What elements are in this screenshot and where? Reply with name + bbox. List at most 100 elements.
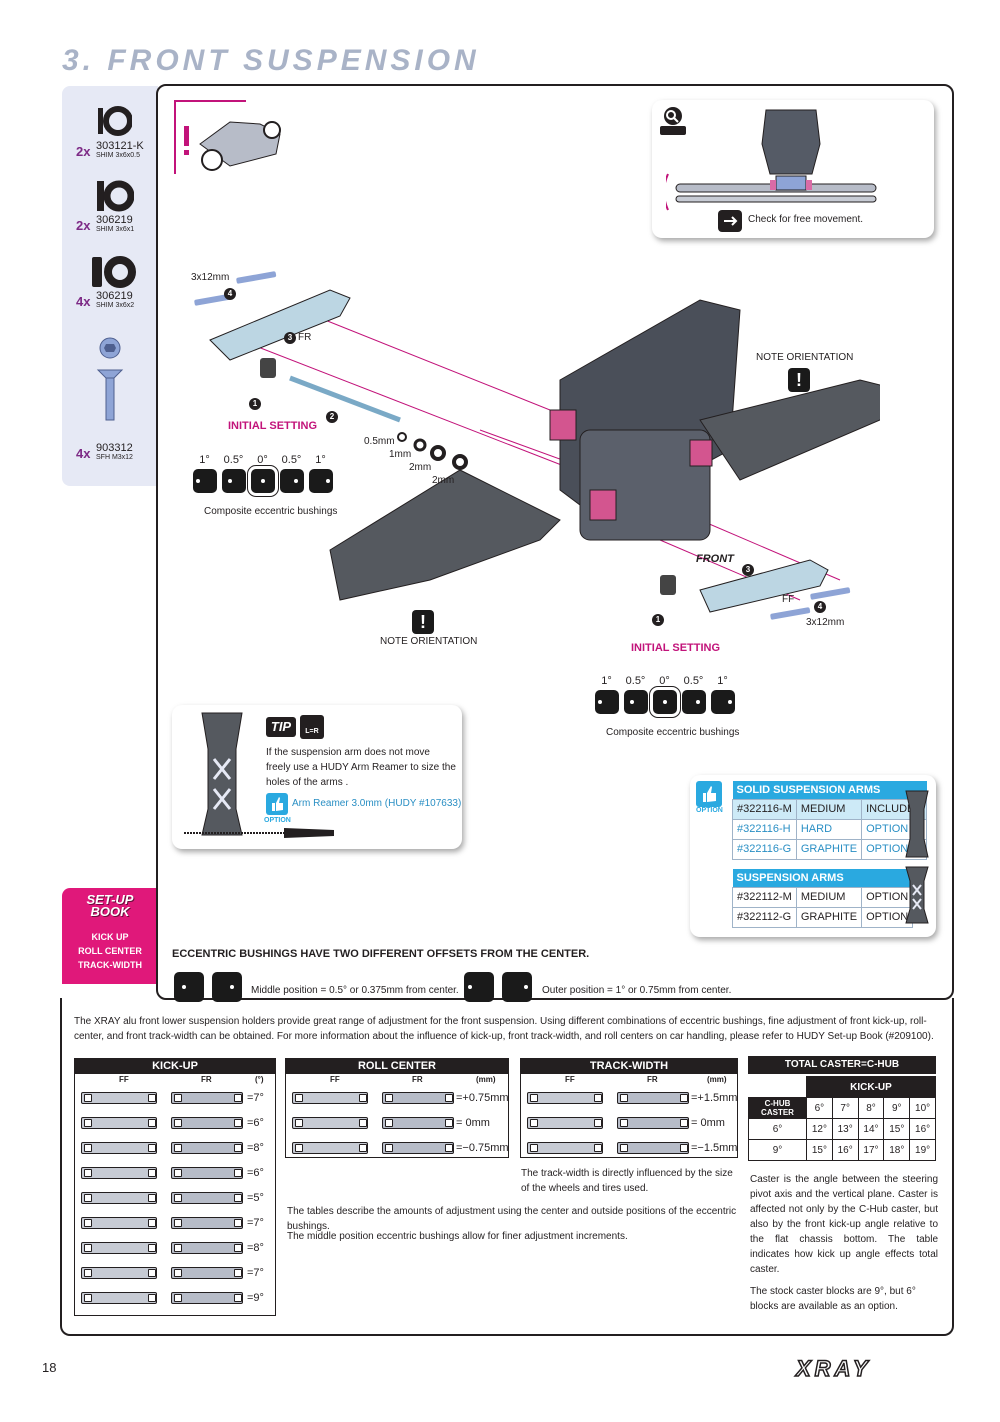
table-cell: 15° [806, 1139, 833, 1161]
caster-title: TOTAL CASTER=C-HUB CASTER+KICK UP [748, 1056, 936, 1088]
table-cell: HARD [795, 818, 863, 840]
table-row: = 0mm [521, 1111, 737, 1136]
fr-holder-icon [171, 1142, 243, 1154]
adjustment-value: =7° [247, 1267, 264, 1279]
degree-label: 0.5° [625, 675, 646, 687]
table-row: =8° [75, 1236, 275, 1261]
shim-label: 1mm [389, 449, 412, 460]
adjustment-value: =7° [247, 1217, 264, 1229]
bushing-set [595, 686, 735, 718]
kickup-rows: =7°=6°=8°=6°=5°=7°=8°=7°=9° [75, 1086, 275, 1311]
table-row: =5° [75, 1186, 275, 1211]
shim-icon [98, 106, 132, 136]
degree-label: 1° [199, 454, 210, 466]
intro-paragraph: The XRAY alu front lower suspension hold… [74, 1016, 934, 1042]
shim-label: 2mm [432, 475, 455, 486]
bushing-1deg [711, 690, 735, 714]
warning-icon: ! [412, 610, 434, 634]
bushing-05deg [624, 690, 648, 714]
warning-icon: ! [788, 368, 810, 392]
bushing-caption: Composite eccentric bushings [204, 506, 338, 517]
table-row: = 0mm [286, 1111, 508, 1136]
degree-label: 0.5° [223, 454, 244, 466]
step-badge: 3 [742, 564, 754, 576]
adjustment-value: =5° [247, 1192, 264, 1204]
car-thumbnail-icon [184, 121, 281, 171]
kickup-title: KICK-UP [75, 1059, 275, 1074]
table-row: =6° [75, 1111, 275, 1136]
fr-holder-icon [171, 1167, 243, 1179]
tip-box: TIP L=R If the suspension arm does not m… [172, 705, 462, 849]
ff-holder-icon [292, 1142, 368, 1154]
table-cell: #322116-M [732, 798, 797, 820]
ff-holder-icon [81, 1242, 157, 1254]
degree-label: 0.5° [281, 454, 302, 466]
step-badge: 4 [224, 288, 236, 300]
unit-header: (mm) [476, 1075, 496, 1084]
ff-holder-icon [292, 1092, 368, 1104]
bushing-05deg [682, 690, 706, 714]
table-cell: MEDIUM [795, 886, 863, 908]
ff-holder-icon [81, 1092, 157, 1104]
track-width-title: TRACK-WIDTH [521, 1059, 737, 1074]
middle-bushings [174, 972, 242, 1002]
table-row: =−0.75mm [286, 1136, 509, 1161]
ff-header: FF [565, 1075, 575, 1084]
fr-holder-icon [617, 1092, 689, 1104]
table-cell: MEDIUM [795, 798, 863, 820]
degree-labels: 1° 0.5° 0° 0.5° 1° [190, 454, 335, 466]
fr-holder-icon [171, 1192, 243, 1204]
ff-holder-icon [81, 1192, 157, 1204]
adjustment-value: =+0.75mm [456, 1092, 509, 1104]
part-qty: 4x [76, 446, 91, 461]
table-cell: #322116-G [732, 838, 797, 860]
fr-holder-icon [171, 1292, 243, 1304]
fr-holder-icon [171, 1242, 243, 1254]
table-cell: 14° [857, 1118, 885, 1140]
degree-label: 1° [717, 675, 728, 687]
roll-center-note: The middle position eccentric bushings a… [287, 1231, 628, 1242]
bushing-1deg [309, 469, 333, 493]
bushing-middle [212, 972, 242, 1002]
part-qty: 4x [76, 294, 91, 309]
suspension-arm-drawing [201, 712, 243, 836]
ff-holder-icon [527, 1142, 603, 1154]
outer-bushings [464, 972, 532, 1002]
track-width-subheader: FF FR (mm) [521, 1074, 737, 1086]
table-cell: 19° [909, 1139, 936, 1161]
adjustment-frame [60, 998, 954, 1336]
table-cell: 8° [857, 1097, 885, 1119]
fr-holder-icon [382, 1142, 454, 1154]
part-desc: SFH M3x12 [96, 454, 133, 461]
degree-label: 1° [315, 454, 326, 466]
step-badge: 1 [249, 398, 261, 410]
caster-text: Caster is the angle between the steering… [750, 1174, 938, 1275]
bushing-0deg [247, 465, 279, 497]
lr-icon: L=R [300, 715, 324, 739]
initial-setting-title: INITIAL SETTING [631, 642, 721, 654]
part-desc: SHIM 3x6x1 [96, 226, 135, 233]
setup-book-item: TRACK-WIDTH [78, 960, 142, 970]
table-cell: 6° [748, 1118, 807, 1140]
adjustment-value: =6° [247, 1167, 264, 1179]
table-row: =−1.5mm [521, 1136, 737, 1161]
part-code: 303121-K [96, 140, 144, 152]
ff-holder-icon [81, 1167, 157, 1179]
adjustment-value: =8° [247, 1242, 264, 1254]
table-row: 9° 15° 16° 17° 18° 19° [748, 1139, 936, 1161]
table-row: 6° 12° 13° 14° 15° 16° [748, 1118, 936, 1140]
ff-label: FF [782, 594, 795, 605]
adjustment-value: =7° [247, 1092, 264, 1104]
screw-size-label: 3x12mm [806, 617, 845, 628]
arm-thumbnail [905, 866, 929, 924]
adjustment-value: =−1.5mm [691, 1142, 738, 1154]
ff-header: FF [330, 1075, 340, 1084]
step-badge: 1 [652, 614, 664, 626]
bushing-outer [502, 972, 532, 1002]
ff-holder-icon [527, 1117, 603, 1129]
part-desc: SHIM 3x6x0.5 [96, 152, 140, 159]
part-code: 306219 [96, 214, 133, 226]
note-orientation-label: NOTE ORIENTATION [756, 352, 854, 363]
